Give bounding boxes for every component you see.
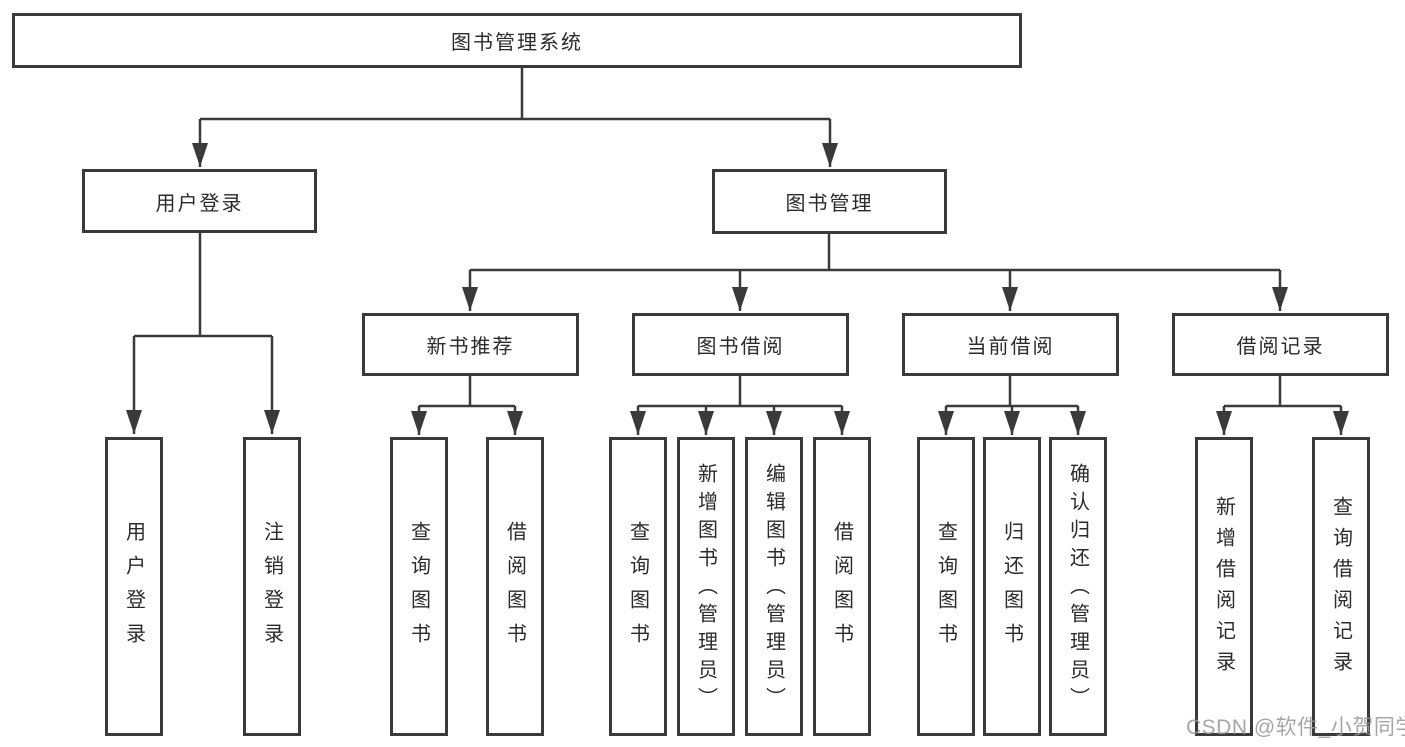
leaf-add-book-admin: 新增图书（管理员） <box>677 437 735 736</box>
leaf-return-books: 归还图书 <box>983 437 1041 736</box>
node-user-login: 用户登录 <box>82 169 317 233</box>
leaf-edit-book-admin: 编辑图书（管理员） <box>745 437 803 736</box>
leaf-recommend-borrow-books: 借阅图书 <box>486 437 544 736</box>
node-new-book-recommend: 新书推荐 <box>362 313 579 376</box>
node-current-borrowing: 当前借阅 <box>902 313 1119 376</box>
leaf-logout: 注销登录 <box>243 437 301 736</box>
leaf-borrow-borrow-books: 借阅图书 <box>813 437 871 736</box>
node-borrowing-records: 借阅记录 <box>1172 313 1389 376</box>
csdn-watermark: CSDN @软件_小贺同学 <box>1186 716 1405 739</box>
node-book-management: 图书管理 <box>712 169 947 234</box>
leaf-current-query-books: 查询图书 <box>917 437 975 736</box>
leaf-add-borrow-record: 新增借阅记录 <box>1195 437 1253 736</box>
node-library-management-system: 图书管理系统 <box>12 13 1022 68</box>
leaf-borrow-query-books: 查询图书 <box>609 437 667 736</box>
leaf-user-login: 用户登录 <box>105 437 163 736</box>
node-book-borrowing: 图书借阅 <box>632 313 849 376</box>
leaf-query-borrow-record: 查询借阅记录 <box>1312 437 1370 736</box>
leaf-recommend-query-books: 查询图书 <box>390 437 448 736</box>
leaf-confirm-return-admin: 确认归还（管理员） <box>1049 437 1107 736</box>
tree-edges <box>126 68 1349 435</box>
